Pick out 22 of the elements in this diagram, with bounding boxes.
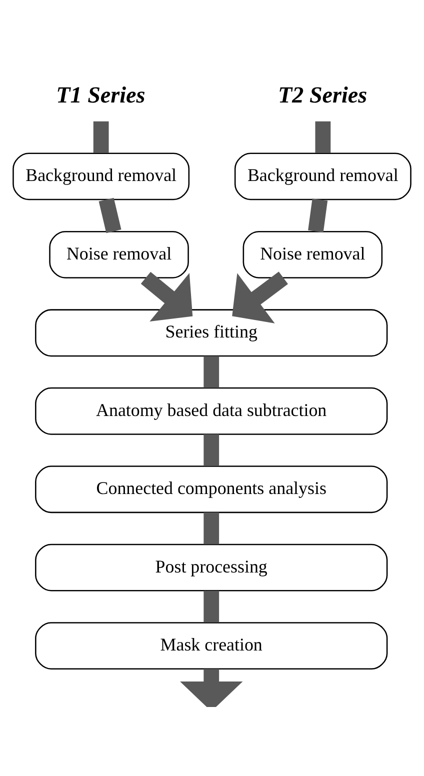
node-box: Anatomy based data subtraction bbox=[35, 386, 388, 434]
arrow bbox=[140, 271, 193, 322]
node-box: Noise removal bbox=[242, 230, 383, 278]
node-text: T2 Series bbox=[278, 81, 368, 108]
connector bbox=[308, 198, 328, 232]
node-box: Background removal bbox=[12, 152, 190, 200]
node-box: Mask creation bbox=[35, 622, 388, 670]
connector bbox=[315, 120, 331, 153]
node-box: Background removal bbox=[234, 152, 412, 200]
connector bbox=[93, 120, 109, 153]
connector bbox=[204, 434, 220, 466]
connector bbox=[204, 512, 220, 544]
node-box: Post processing bbox=[35, 543, 388, 591]
node-box: Noise removal bbox=[49, 230, 189, 278]
connector bbox=[204, 356, 220, 388]
arrow bbox=[232, 271, 288, 323]
node-box: Series fitting bbox=[35, 308, 388, 356]
arrow bbox=[180, 668, 243, 706]
node-text: T1 Series bbox=[56, 81, 146, 108]
node-box: Connected components analysis bbox=[35, 465, 388, 513]
connector bbox=[204, 590, 220, 622]
connector bbox=[98, 197, 122, 233]
